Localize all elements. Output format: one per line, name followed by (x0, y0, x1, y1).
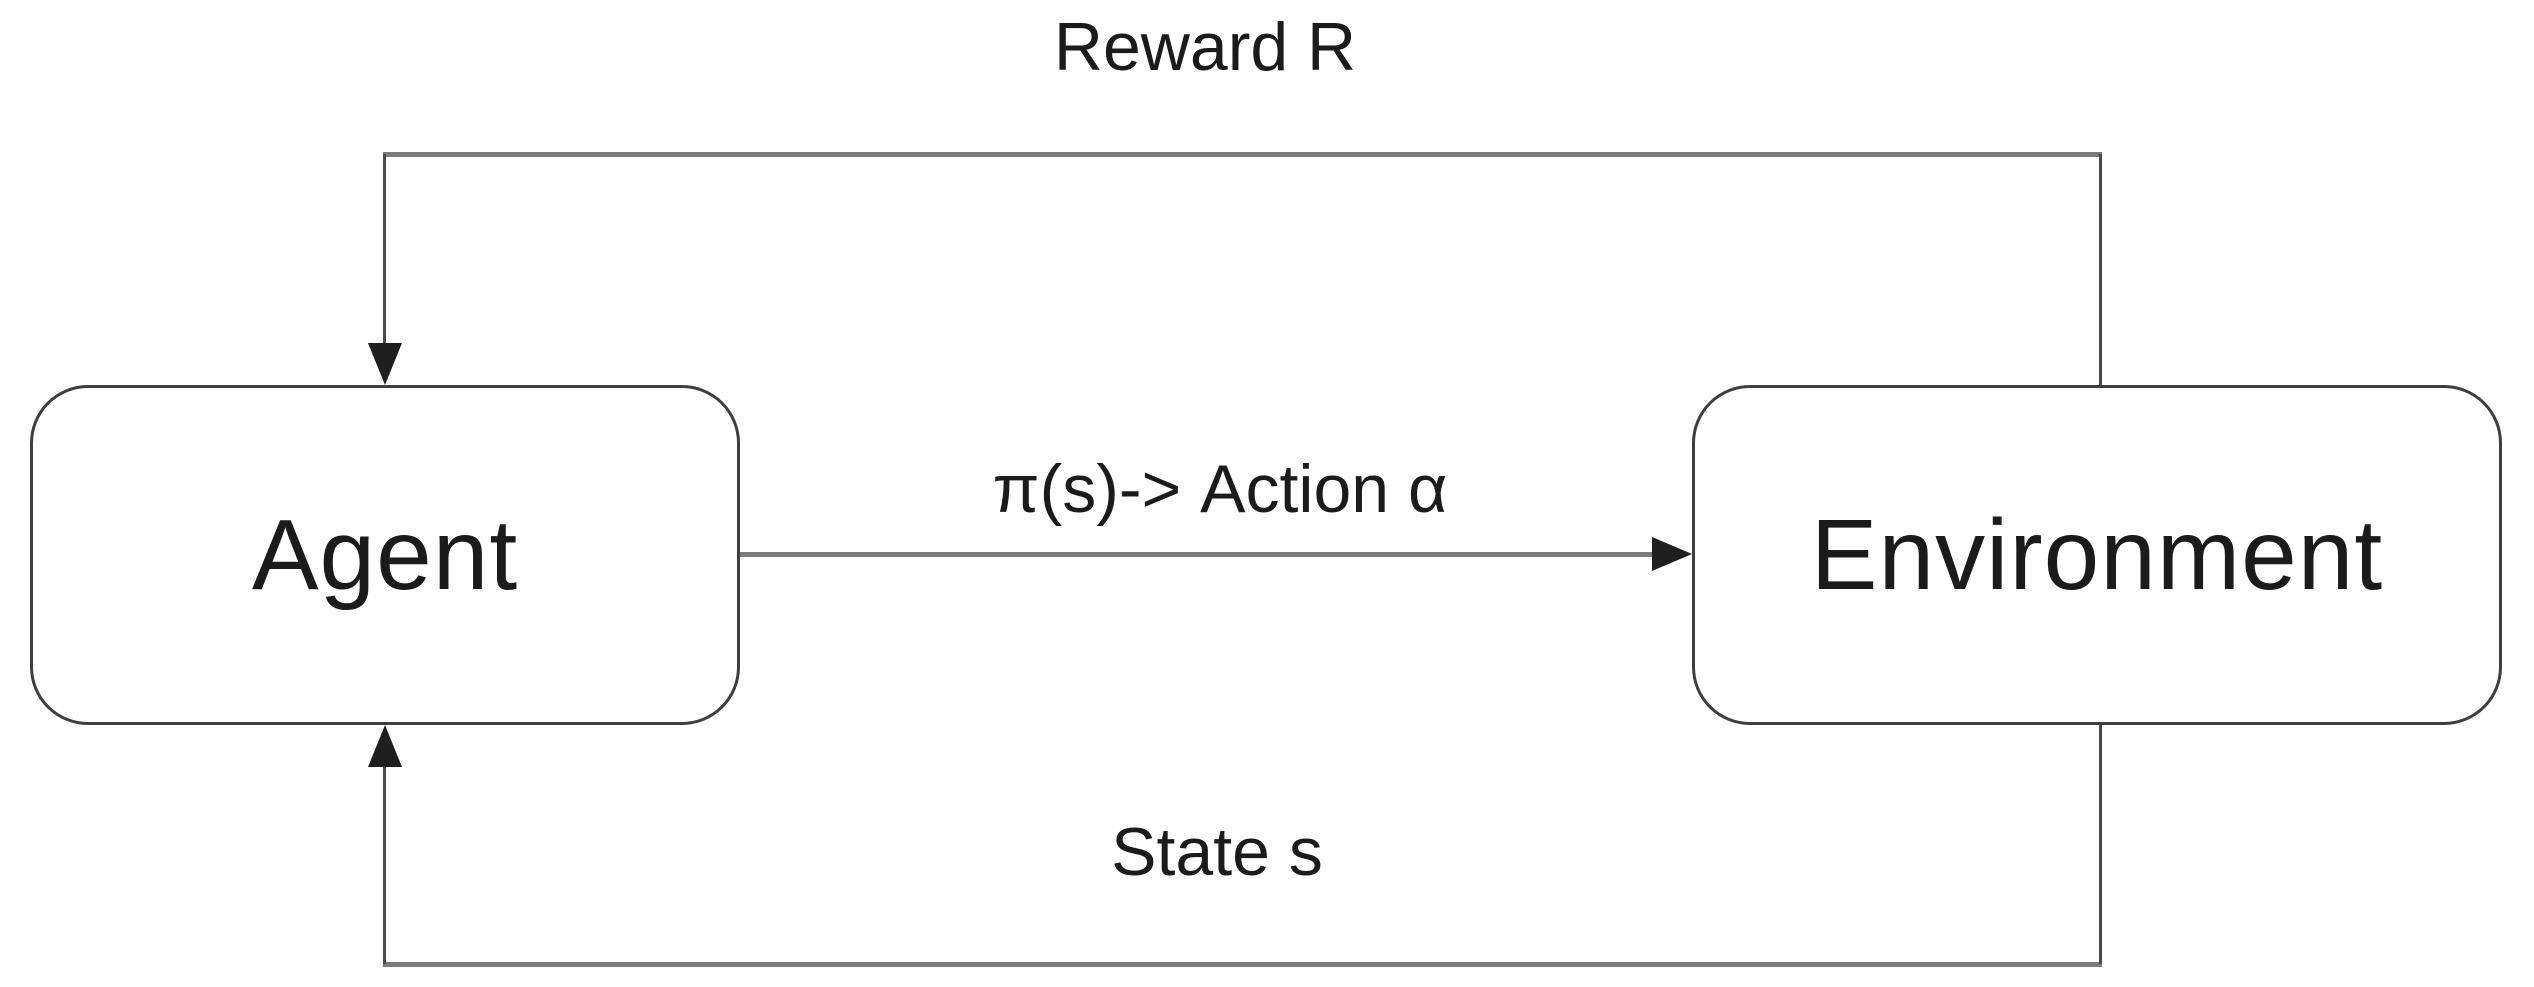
reward-edge-right-vertical-line (2099, 154, 2102, 386)
environment-node-label: Environment (1810, 498, 2384, 611)
reward-edge-label: Reward R (1053, 9, 1357, 85)
arrowhead-up-icon (368, 725, 402, 767)
arrowhead-right-icon (1652, 537, 1692, 571)
reward-edge-horizontal-line (383, 152, 2102, 157)
action-edge-label: π(s)-> Action α (992, 451, 1448, 527)
reward-edge-left-vertical-line (383, 154, 386, 346)
environment-node: Environment (1692, 385, 2502, 725)
agent-node: Agent (30, 385, 740, 725)
arrowhead-down-icon (368, 343, 402, 385)
state-edge-label: State s (1111, 814, 1323, 890)
action-edge-line (740, 552, 1654, 557)
agent-node-label: Agent (251, 498, 519, 611)
state-edge-left-vertical-line (383, 764, 386, 964)
state-edge-right-vertical-line (2099, 724, 2102, 964)
state-edge-horizontal-line (383, 962, 2102, 967)
